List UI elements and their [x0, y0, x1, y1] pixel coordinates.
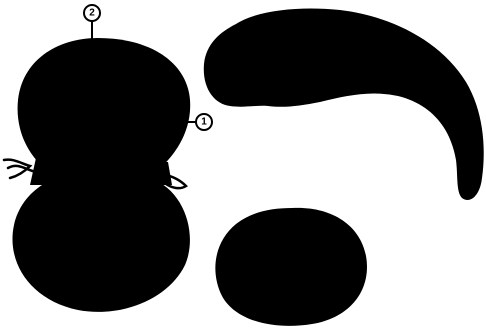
- callout-2: 2: [84, 5, 100, 40]
- callout-2-label: 2: [89, 8, 95, 19]
- callout-1-label: 1: [201, 117, 207, 128]
- string-left-loop: [8, 166, 36, 172]
- upper-lobe: [18, 38, 191, 168]
- callout-1: 1: [188, 114, 212, 130]
- figure-eight-object: [4, 38, 190, 312]
- lower-lobe: [12, 170, 189, 312]
- round-blob-object: [215, 208, 367, 326]
